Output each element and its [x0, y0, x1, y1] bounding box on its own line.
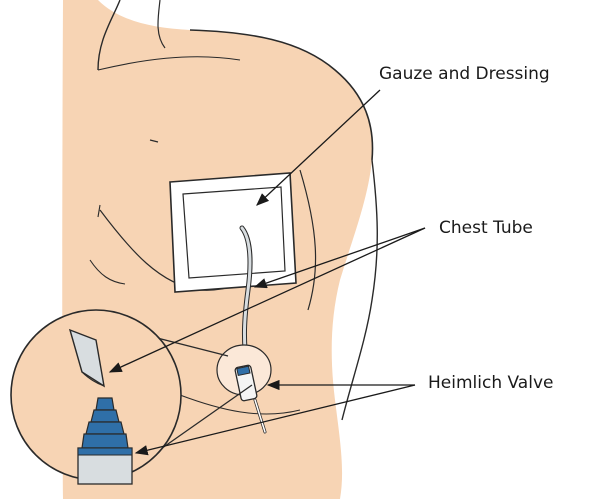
label-gauze-and-dressing: Gauze and Dressing	[379, 64, 550, 84]
label-heimlich-valve: Heimlich Valve	[428, 373, 553, 393]
label-chest-tube: Chest Tube	[439, 218, 533, 238]
gauze-dressing	[170, 173, 296, 292]
